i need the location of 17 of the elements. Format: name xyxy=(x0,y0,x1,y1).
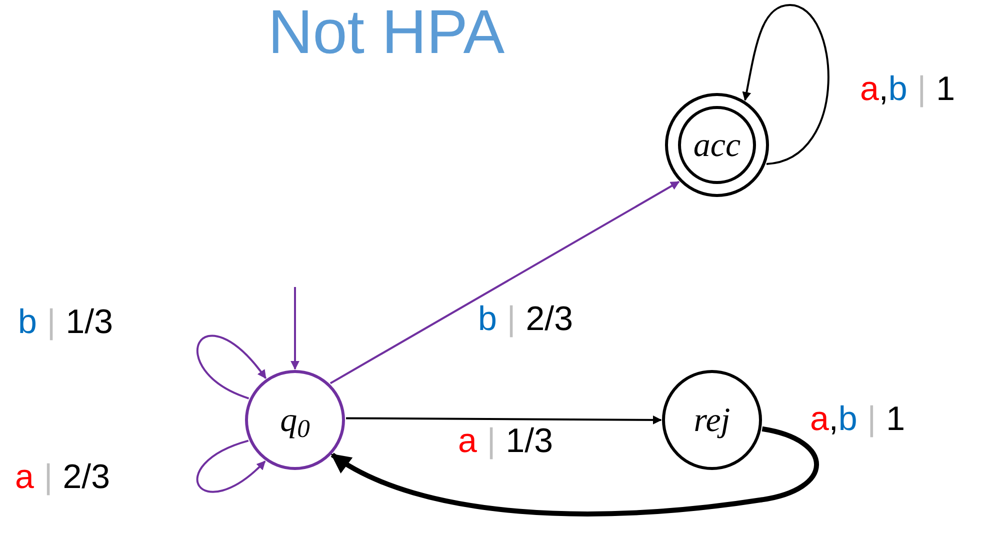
edge-label: a | 1/3 xyxy=(458,424,554,458)
edge-label: a,b | 1 xyxy=(860,72,956,106)
edge-label: b | 2/3 xyxy=(478,302,574,336)
edge-label: a,b | 1 xyxy=(810,402,906,436)
arrow xyxy=(742,4,830,165)
arrow xyxy=(330,426,818,516)
arrow xyxy=(196,440,266,493)
arrow xyxy=(290,287,300,370)
state-name: rej xyxy=(694,402,730,438)
edge-label: b | 1/3 xyxy=(18,305,114,339)
state-name: q$_{0}$ xyxy=(280,402,310,438)
edge-label: a | 2/3 xyxy=(15,460,110,494)
state-name: acc xyxy=(693,126,741,164)
title: Not HPA xyxy=(268,2,505,64)
arrow xyxy=(196,334,266,400)
arrow xyxy=(346,415,662,424)
arrow xyxy=(330,180,680,384)
